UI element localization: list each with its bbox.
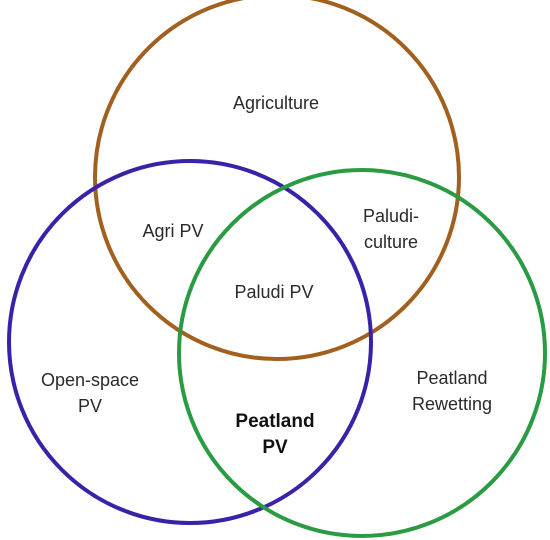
peatland-pv-label-line1: Peatland [235, 411, 314, 432]
open-space-pv-circle [7, 159, 373, 525]
paludiculture-label-line1: Paludi- [363, 206, 419, 226]
open-space-pv-label-line1: Open-space [41, 370, 139, 390]
agri-pv-label: Agri PV [142, 221, 203, 241]
paludi-pv-label: Paludi PV [234, 282, 313, 302]
peatland-pv-label-line2: PV [262, 437, 288, 458]
paludiculture-label-line2: culture [364, 232, 418, 252]
peatland-rewetting-label-line1: Peatland [416, 368, 487, 388]
peatland-rewetting-label-line2: Rewetting [412, 394, 492, 414]
open-space-pv-label-line2: PV [78, 396, 102, 416]
agriculture-circle [93, 0, 461, 361]
agriculture-label: Agriculture [233, 93, 319, 113]
peatland-rewetting-circle [177, 168, 547, 538]
